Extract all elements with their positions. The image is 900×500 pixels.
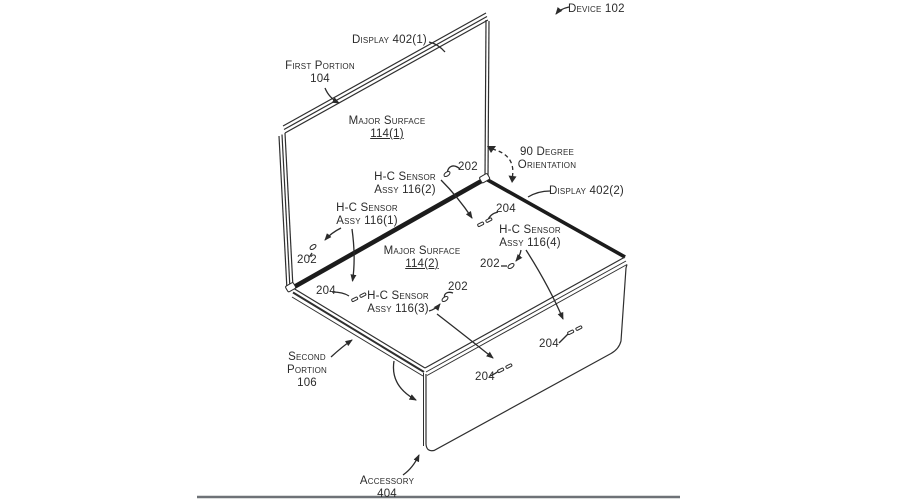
callout-arrows (308, 6, 570, 476)
accessory-arrow (402, 454, 420, 476)
label-accessory: Accessory 404 (359, 475, 415, 500)
label-ref-202-left: 202 (297, 254, 317, 266)
display2-leader (527, 190, 551, 198)
orientation-arc (491, 148, 514, 180)
label-second-portion: Second Portion 106 (286, 351, 328, 389)
magnet-icon-204-right (567, 325, 583, 336)
first-portion-arrow (324, 87, 340, 104)
second-portion-arrow (330, 339, 353, 358)
label-major-surface-114-1: Major Surface 114(1) (348, 115, 426, 140)
label-ref-204-bottom: 204 (475, 371, 495, 383)
display1-leader (428, 41, 446, 53)
label-hc-sensor-116-4: H-C Sensor Assy 116(4) (499, 224, 561, 249)
label-first-portion: First Portion 104 (285, 60, 355, 85)
label-ref-204-left: 204 (316, 285, 336, 297)
label-90-degree-orientation: 90 Degree Orientation (517, 146, 577, 171)
label-display-402-1: Display 402(1) (352, 34, 427, 46)
magnet-icon-204-bottom (497, 363, 513, 374)
magnet-icon-204-left (351, 292, 367, 303)
magnet-icon-204-hinge (477, 217, 493, 228)
hall-sensor-icon-202-left (309, 244, 317, 250)
fold-direction-arrow (392, 360, 417, 401)
label-ref-202-center: 202 (448, 281, 468, 293)
label-display-402-2: Display 402(2) (549, 185, 624, 197)
label-hc-sensor-116-3: H-C Sensor Assy 116(3) (367, 290, 429, 315)
label-ref-202-hinge: 202 (458, 161, 478, 173)
label-device: Device 102 (568, 3, 625, 15)
label-major-surface-114-2: Major Surface 114(2) (383, 245, 461, 270)
accessory-outline (423, 264, 628, 452)
second-portion-outline (285, 173, 628, 377)
label-ref-204-hinge: 204 (496, 203, 516, 215)
label-hc-sensor-116-1: H-C Sensor Assy 116(1) (336, 202, 398, 227)
first-portion-outline (278, 12, 490, 291)
device-arrow (555, 6, 570, 15)
label-ref-204-right: 204 (539, 338, 559, 350)
hall-sensor-icon-202-hinge (443, 171, 451, 177)
label-hc-sensor-116-2: H-C Sensor Assy 116(2) (374, 171, 436, 196)
label-ref-202-right: 202 (480, 258, 500, 270)
hall-sensor-icon-202-center (441, 296, 449, 302)
hinge-bar (292, 176, 487, 290)
hall-sensor-icon-202-right (507, 263, 515, 269)
